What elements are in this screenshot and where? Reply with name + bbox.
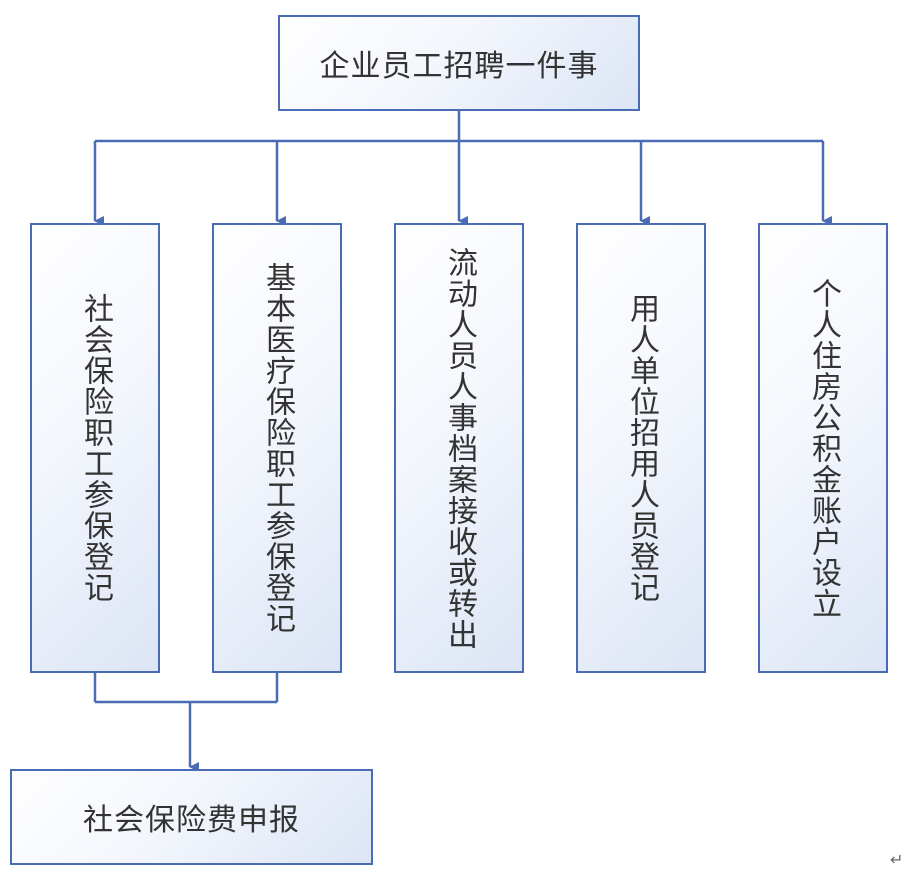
medical-insurance-box: 基本医疗保险职工参保登记 <box>212 223 342 673</box>
employment-registration-box: 用人单位招用人员登记 <box>576 223 706 673</box>
paragraph-return-mark: ↵ <box>890 850 904 869</box>
social-insurance-box: 社会保险职工参保登记 <box>30 223 160 673</box>
employment-registration-label: 用人单位招用人员登记 <box>624 293 659 603</box>
bottom-box: 社会保险费申报 <box>10 769 373 865</box>
top-box: 企业员工招聘一件事 <box>278 15 640 111</box>
medical-insurance-label: 基本医疗保险职工参保登记 <box>260 262 295 634</box>
bottom-box-label: 社会保险费申报 <box>83 803 300 838</box>
personnel-archive-label: 流动人员人事档案接收或转出 <box>442 246 477 650</box>
housing-fund-label: 个人住房公积金账户设立 <box>806 277 841 619</box>
social-insurance-label: 社会保险职工参保登记 <box>78 293 113 603</box>
housing-fund-box: 个人住房公积金账户设立 <box>758 223 888 673</box>
top-box-label: 企业员工招聘一件事 <box>319 49 599 84</box>
personnel-archive-box: 流动人员人事档案接收或转出 <box>394 223 524 673</box>
